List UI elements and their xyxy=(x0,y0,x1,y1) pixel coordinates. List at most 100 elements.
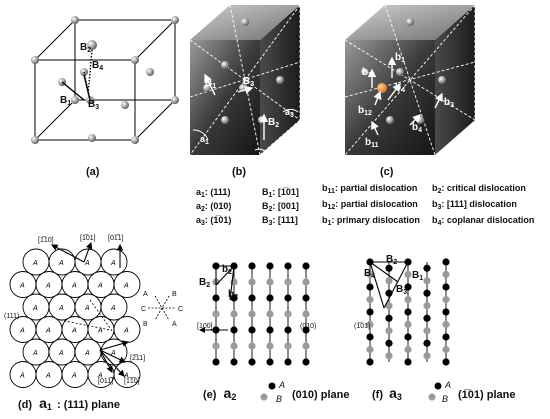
lattice-atom xyxy=(404,283,412,291)
d-dir-110: [1̅10] xyxy=(38,236,54,244)
label-c-b4: b4 xyxy=(395,82,405,94)
panel-c-highlight-atom xyxy=(377,83,387,93)
label-a-B4: B4 xyxy=(92,60,103,72)
lattice-atom xyxy=(442,345,450,354)
lattice-atom xyxy=(366,308,374,316)
d-dir-111: (111) xyxy=(4,313,19,320)
lattice-atom xyxy=(230,310,238,318)
legend-b-row-3: a3: (1̅01) B3: [111] xyxy=(196,215,298,227)
lattice-atom xyxy=(423,302,431,310)
atom-label: A xyxy=(123,328,129,335)
panel-e-lattice xyxy=(212,262,310,366)
lattice-atom xyxy=(442,258,450,266)
panel-a-atoms xyxy=(31,16,179,144)
atom-label: A xyxy=(32,260,38,267)
lattice-atom xyxy=(248,358,256,366)
lattice-atom xyxy=(284,294,292,302)
panel-a-cube-edges xyxy=(34,19,176,141)
label-c-b3: b3 xyxy=(444,97,454,109)
label-a-B1: B1 xyxy=(60,95,71,107)
lattice-atom xyxy=(266,326,274,334)
legend-c-row-3: b1: primary dislocation b4: coplanar dis… xyxy=(322,215,534,227)
label-f-B2: B2 xyxy=(386,254,397,266)
atom-label: A xyxy=(45,328,51,335)
panel-c-side-face xyxy=(435,5,475,155)
lattice-atom xyxy=(423,314,431,322)
atom-label: A xyxy=(110,260,116,267)
panel-a: B2 B4 B1 B3 (a) xyxy=(31,16,179,178)
panel-f: B2 B4 B1 B3 (1̅01) A B (f) a3 (1̅01) pla… xyxy=(354,254,515,404)
label-b-B1: B1 xyxy=(205,78,216,90)
lattice-atom xyxy=(266,294,274,302)
panel-f-lattice xyxy=(366,258,450,366)
lattice-atom xyxy=(212,294,220,302)
lattice-atom xyxy=(442,320,450,329)
label-a-B2: B2 xyxy=(80,42,91,54)
f-legend-A-dot xyxy=(434,382,442,390)
panel-c-legend: b11: partial dislocation b2: critical di… xyxy=(322,183,534,227)
lattice-atom xyxy=(266,342,274,350)
lattice-atom xyxy=(404,308,412,316)
d-star-A1: A xyxy=(143,291,148,298)
atom-label: A xyxy=(110,350,116,357)
panel-e-triangle xyxy=(215,265,235,301)
d-dir-011b: [011̅] xyxy=(98,377,114,385)
panel-a-vectors xyxy=(61,49,93,101)
atom-label: A xyxy=(19,328,25,335)
label-c-b2: b2 xyxy=(362,67,372,79)
atom-label: A xyxy=(58,260,64,267)
panel-b-front-face xyxy=(190,40,260,155)
panel-b-vectors xyxy=(204,73,269,140)
e-dir-100: [100] xyxy=(197,323,213,330)
label-a-B3: B3 xyxy=(88,99,99,111)
atom-label: A xyxy=(84,260,90,267)
legend-c-row-2: b12: partial dislocation b3: [111] dislo… xyxy=(322,199,517,211)
caption-d: (d) a1 : (111) plane xyxy=(18,395,120,413)
caption-a: (a) xyxy=(86,166,100,178)
lattice-atom xyxy=(284,278,292,286)
d-dir-110b: [1̅1̅0] xyxy=(124,377,140,385)
f-legend-B-dot xyxy=(428,393,436,401)
lattice-atom xyxy=(302,262,310,270)
lattice-atom xyxy=(266,310,274,318)
panel-c: b1 b2 b3 b4 b4 b12 b11 (c) b11: partial … xyxy=(322,4,534,227)
atom-label: A xyxy=(84,305,90,312)
lattice-atom xyxy=(302,294,310,302)
label-e-B2: B2 xyxy=(199,277,210,289)
lattice-atom xyxy=(284,262,292,270)
lattice-atom xyxy=(423,264,431,272)
lattice-atom xyxy=(366,345,374,354)
label-c-b11: b11 xyxy=(365,137,379,149)
panel-b-slip-planes xyxy=(189,4,301,156)
lattice-atom xyxy=(302,326,310,334)
lattice-atom xyxy=(266,358,274,366)
label-c-b1: b1 xyxy=(395,52,405,64)
atom-label: A xyxy=(19,283,25,290)
atom-circle xyxy=(113,361,141,388)
lattice-atom xyxy=(266,262,274,270)
label-c-b12: b12 xyxy=(358,105,372,117)
atom-circle xyxy=(113,271,141,298)
atom-label: A xyxy=(71,373,77,380)
f-legend-A: A xyxy=(444,380,451,390)
lattice-atom xyxy=(212,358,220,366)
lattice-atom xyxy=(442,308,450,316)
lattice-atom xyxy=(385,277,393,285)
d-dir-011: [01̅1] xyxy=(108,234,124,242)
caption-f: (f) a3 (1̅01) plane xyxy=(372,385,515,403)
atom-label: A xyxy=(45,373,51,380)
panel-f-triangle xyxy=(369,261,409,309)
atom-label: A xyxy=(71,328,77,335)
lattice-atom xyxy=(404,295,412,304)
d-star-B2: B xyxy=(143,321,148,328)
lattice-atom xyxy=(404,358,412,366)
panel-b-angle-arcs xyxy=(192,108,299,156)
atom-label: A xyxy=(110,305,116,312)
lattice-atom xyxy=(366,270,374,279)
label-e-b2b: b2 xyxy=(228,289,238,301)
lattice-atom xyxy=(385,339,393,347)
panel-c-slip-planes xyxy=(344,4,476,156)
lattice-atom xyxy=(423,289,431,297)
atom-label: A xyxy=(97,283,103,290)
